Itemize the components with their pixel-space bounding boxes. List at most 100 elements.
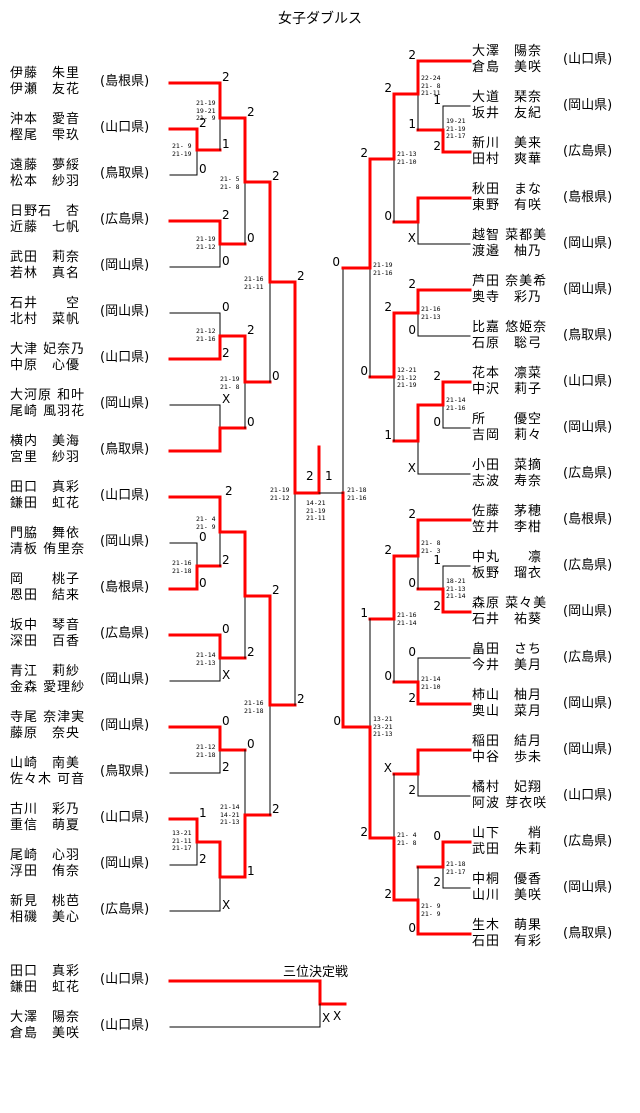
game-count: 2 <box>247 105 255 119</box>
player-name: 佐々木 可音 <box>10 772 86 787</box>
game-count: 1 <box>222 137 230 151</box>
game-count: 0 <box>222 254 230 268</box>
game-count: 2 <box>222 346 230 360</box>
game-count: 2 <box>384 543 392 557</box>
match-score: 21- 4 21- 9 <box>196 515 216 531</box>
player-name: 今井 美月 <box>472 658 543 673</box>
prefecture: (広島県) <box>563 834 613 849</box>
prefecture: (広島県) <box>563 650 613 665</box>
game-count: X <box>222 392 231 406</box>
player-name: 横内 美海 <box>10 434 81 449</box>
prefecture: (島根県) <box>563 190 613 205</box>
game-count: 0 <box>408 323 416 337</box>
game-count: 2 <box>384 300 392 314</box>
prefecture: (鳥取県) <box>100 442 150 457</box>
game-count: 2 <box>408 507 416 521</box>
player-name: 日野石 杏 <box>10 204 81 219</box>
game-count: 2 <box>247 645 255 659</box>
player-name: 清板 侑里奈 <box>10 542 86 557</box>
game-count: 2 <box>408 277 416 291</box>
game-count: 1 <box>433 93 441 107</box>
player-name: 奥寺 彩乃 <box>472 290 543 305</box>
prefecture: (山口県) <box>100 120 150 135</box>
game-count: 2 <box>199 852 207 866</box>
match-score: 21-14 14-21 21-13 <box>220 803 240 826</box>
player-name: 大道 琹奈 <box>472 90 543 105</box>
player-name: 稲田 結月 <box>472 734 543 749</box>
game-count: 2 <box>222 760 230 774</box>
game-count: 0 <box>333 714 341 728</box>
game-count: 2 <box>297 269 305 283</box>
player-name: 樫尾 雫玖 <box>10 128 81 143</box>
game-count: 0 <box>408 645 416 659</box>
player-name: 相磯 美心 <box>10 910 81 925</box>
match-score: 21-16 21-13 <box>421 305 441 321</box>
player-name: 中丸 凛 <box>472 550 543 565</box>
player-name: 中原 心優 <box>10 358 81 373</box>
game-count: 0 <box>384 669 392 683</box>
game-count: 2 <box>433 599 441 613</box>
game-count: 0 <box>408 921 416 935</box>
prefecture: (岡山県) <box>563 98 613 113</box>
player-name: 新川 美来 <box>472 136 543 151</box>
player-name: 阿波 芽衣咲 <box>472 796 548 811</box>
prefecture: (鳥取県) <box>563 926 613 941</box>
prefecture: (岡山県) <box>100 258 150 273</box>
player-name: 大澤 陽奈 <box>10 1010 81 1025</box>
prefecture: (山口県) <box>100 350 150 365</box>
game-count: X <box>222 898 231 912</box>
match-score: 21-19 21-16 <box>373 261 393 277</box>
player-name: 尾崎 風羽花 <box>10 404 86 419</box>
player-name: 倉島 美咲 <box>10 1026 81 1041</box>
player-name: 吉岡 莉々 <box>472 428 543 443</box>
player-name: 橘村 妃翔 <box>472 780 543 795</box>
player-name: 金森 愛理紗 <box>10 680 86 695</box>
game-count: 0 <box>247 737 255 751</box>
match-score: 21-19 21-12 <box>196 235 216 251</box>
player-name: 鎌田 虹花 <box>10 980 81 995</box>
prefecture: (山口県) <box>100 972 150 987</box>
match-score: 21-16 21-18 <box>172 559 192 575</box>
prefecture: (島根県) <box>100 74 150 89</box>
match-score: 13-21 23-21 21-13 <box>373 715 393 738</box>
game-count: 2 <box>247 323 255 337</box>
match-score: 21-16 21-11 <box>244 275 264 291</box>
game-count: 0 <box>433 415 441 429</box>
player-name: 畠田 さち <box>472 642 543 657</box>
game-count: 1 <box>360 606 368 620</box>
prefecture: (広島県) <box>100 212 150 227</box>
player-name: 花本 凛菜 <box>472 366 543 381</box>
match-score: 21-13 21-10 <box>397 150 417 166</box>
game-count: 2 <box>360 146 368 160</box>
game-count: 1 <box>384 428 392 442</box>
player-name: 深田 百香 <box>10 634 81 649</box>
player-name: 近藤 七帆 <box>10 220 81 235</box>
prefecture: (広島県) <box>563 558 613 573</box>
player-name: 若林 真名 <box>10 266 81 281</box>
player-name: 東野 有咲 <box>472 198 543 213</box>
player-name: 岡 桃子 <box>10 572 81 587</box>
game-count: 0 <box>384 209 392 223</box>
game-count: 0 <box>332 255 340 269</box>
match-score: 21- 5 21- 8 <box>220 175 240 191</box>
prefecture: (広島県) <box>563 466 613 481</box>
player-name: 田口 真彩 <box>10 480 81 495</box>
game-count: 1 <box>247 864 255 878</box>
player-name: 新見 桃芭 <box>10 894 81 909</box>
prefecture: (岡山県) <box>563 696 613 711</box>
game-count: 0 <box>360 364 368 378</box>
match-score: 21-18 21-17 <box>446 860 466 876</box>
prefecture: (岡山県) <box>563 282 613 297</box>
player-name: 伊瀬 友花 <box>10 82 81 97</box>
player-name: 沖本 愛音 <box>10 112 81 127</box>
player-name: 中桐 優香 <box>472 872 543 887</box>
match-score: 21-12 21-16 <box>196 327 216 343</box>
match-score: 21-14 21-13 <box>196 651 216 667</box>
player-name: 佐藤 茅穂 <box>472 504 543 519</box>
prefecture: (岡山県) <box>563 604 613 619</box>
match-score: 19-21 21-19 21-17 <box>446 117 466 140</box>
game-count: 0 <box>222 714 230 728</box>
game-count: 2 <box>199 116 207 130</box>
game-count: 0 <box>199 162 207 176</box>
player-name: 小田 菜摘 <box>472 458 543 473</box>
